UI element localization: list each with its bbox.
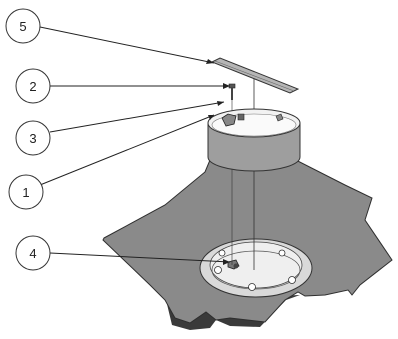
callout-3: 3 <box>15 120 51 156</box>
leader-3 <box>49 101 225 133</box>
callout-1: 1 <box>8 174 44 210</box>
callout-5: 5 <box>5 8 41 44</box>
arrowhead-4 <box>223 259 230 265</box>
leader-lines <box>39 26 231 263</box>
floor-opening-recess <box>209 241 303 289</box>
leader-arrowheads <box>206 59 230 265</box>
floor-opening-flange <box>211 250 301 290</box>
screw-hole-2 <box>248 283 256 291</box>
arrowhead-3 <box>217 101 224 106</box>
leader-4 <box>49 252 231 263</box>
callout-5-label: 5 <box>19 19 26 34</box>
clip-part-4-screw <box>233 263 239 269</box>
callout-2-label: 2 <box>29 79 36 94</box>
screw-hole-5 <box>218 249 226 257</box>
callout-4: 4 <box>15 235 51 271</box>
callout-1-label: 1 <box>22 185 29 200</box>
callout-4-label: 4 <box>29 246 36 261</box>
bar-part-5-edge <box>214 60 295 92</box>
screw-hole-1 <box>214 266 222 274</box>
floor-opening <box>199 238 313 298</box>
callout-3-circle <box>15 120 51 156</box>
collar-ring-clip <box>237 113 245 121</box>
screw-hole-3 <box>288 276 296 284</box>
screw-part-2-shank <box>231 88 233 100</box>
callout-3-label: 3 <box>29 131 36 146</box>
leader-5 <box>39 26 215 64</box>
callout-1-circle <box>8 174 44 210</box>
callout-5-circle <box>5 8 41 44</box>
callout-2-circle <box>15 68 51 104</box>
collar-ring <box>207 108 301 172</box>
callout-4-circle <box>15 235 51 271</box>
callout-2: 2 <box>15 68 51 104</box>
arrowhead-1 <box>208 115 214 120</box>
bar-part-5 <box>210 57 300 94</box>
collar-ring-tab <box>275 113 284 122</box>
leader-1 <box>39 114 215 186</box>
collar-ring-bracket <box>221 113 237 127</box>
arrowhead-2 <box>223 83 230 89</box>
arrowhead-5 <box>206 59 214 64</box>
screw-hole-4 <box>278 249 286 257</box>
